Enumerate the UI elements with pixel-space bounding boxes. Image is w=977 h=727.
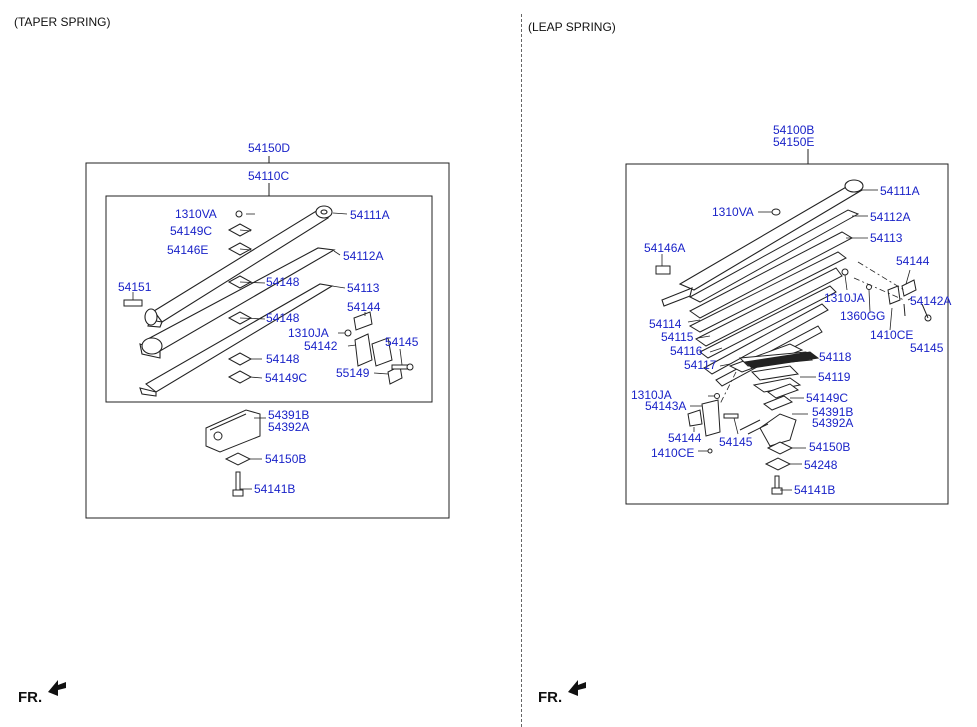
callout-1310va: 1310VA	[175, 207, 217, 221]
callout-leap-54145-right: 54145	[910, 341, 944, 355]
callout-54149c-bottom: 54149C	[265, 371, 308, 385]
callout-leap-54116: 54116	[670, 344, 703, 358]
callout-leap-1410ce-left: 1410CE	[651, 446, 695, 460]
callout-54142: 54142	[304, 339, 338, 353]
callout-leap-54248: 54248	[804, 458, 838, 472]
callout-54145: 54145	[385, 335, 419, 349]
callout-leap-54150b: 54150B	[809, 440, 851, 454]
callout-leap-54391b: 54391B	[812, 405, 854, 419]
callout-1310ja: 1310JA	[288, 326, 329, 340]
taper-leaf-1	[144, 205, 333, 328]
callout-leap-54392a: 54392A	[812, 416, 854, 430]
callout-leap-54144-left: 54144	[668, 431, 702, 445]
callout-54141b: 54141B	[254, 482, 296, 496]
callout-leap-54149c: 54149C	[806, 391, 849, 405]
callout-54113: 54113	[347, 281, 380, 295]
callout-54392a: 54392A	[268, 420, 310, 434]
callout-54110c: 54110C	[248, 169, 290, 183]
taper-outer-frame	[85, 162, 450, 519]
callout-leap-1310ja-left: 1310JA	[631, 388, 672, 402]
callout-leap-54145-left: 54145	[719, 435, 753, 449]
callout-leap-54112a: 54112A	[870, 210, 911, 224]
leap-frame	[625, 163, 949, 505]
taper-leaf-2	[139, 247, 336, 359]
callout-leap-54119: 54119	[818, 370, 851, 384]
panel-divider	[521, 14, 522, 727]
callout-54148-a: 54148	[266, 275, 300, 289]
callout-leap-54146a: 54146A	[644, 241, 686, 255]
callout-54150b: 54150B	[265, 452, 307, 466]
callout-54149c-top: 54149C	[170, 224, 213, 238]
callout-54148-b: 54148	[266, 311, 300, 325]
taper-spring-title: (TAPER SPRING)	[14, 15, 111, 29]
callout-54148-c: 54148	[266, 352, 300, 366]
callout-54151: 54151	[118, 280, 152, 294]
callout-54150e: 54150E	[773, 135, 815, 149]
callout-leap-1310va: 1310VA	[712, 205, 754, 219]
callout-55149: 55149	[336, 366, 370, 380]
callout-54144: 54144	[347, 300, 381, 314]
leap-spring-title: (LEAP SPRING)	[528, 20, 616, 34]
callout-leap-54113: 54113	[870, 231, 903, 245]
callout-leap-54114: 54114	[649, 317, 682, 331]
callout-leap-1310ja-right: 1310JA	[824, 291, 865, 305]
fr-arrows	[48, 680, 586, 696]
callout-54391b: 54391B	[268, 408, 310, 422]
callout-leap-1410ce-right: 1410CE	[870, 328, 914, 342]
callout-leap-1360gg: 1360GG	[840, 309, 886, 323]
leap-leaf-stack	[688, 209, 860, 393]
callout-leap-54118: 54118	[819, 350, 852, 364]
taper-front-direction-label: FR.	[18, 689, 43, 706]
callout-leap-54142a: 54142A	[910, 294, 952, 308]
leap-front-direction-label: FR.	[538, 689, 563, 706]
callout-54111a: 54111A	[350, 208, 390, 222]
callout-54100b: 54100B	[773, 123, 815, 137]
callout-54146e: 54146E	[167, 243, 209, 257]
callout-leap-54144-right: 54144	[896, 254, 930, 268]
callout-54150d: 54150D	[248, 141, 291, 155]
callout-leap-54143a: 54143A	[645, 399, 687, 413]
callout-leap-54115: 54115	[661, 330, 694, 344]
callout-54112a: 54112A	[343, 249, 384, 263]
callout-leap-54111a: 54111A	[880, 184, 920, 198]
callout-leap-54117: 54117	[684, 358, 717, 372]
callout-leap-54141b: 54141B	[794, 483, 836, 497]
